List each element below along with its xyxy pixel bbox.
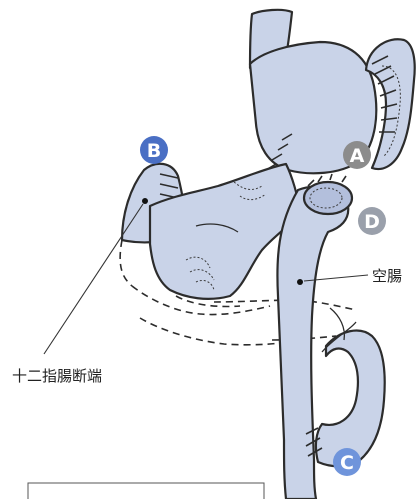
marker-a: A xyxy=(343,141,371,169)
label-duodenal-stump: 十二指腸断端 xyxy=(12,367,102,385)
suture-lines-anastomosis xyxy=(307,173,347,187)
stump-dot xyxy=(142,198,148,204)
svg-text:C: C xyxy=(340,452,354,474)
jejunum-crease xyxy=(329,307,346,341)
duodenum-texture xyxy=(185,181,267,291)
jejunum xyxy=(276,185,350,499)
marker-d: D xyxy=(358,207,386,235)
anastomosis-inner xyxy=(309,187,343,209)
marker-b: B xyxy=(140,136,168,164)
anastomosis-oval xyxy=(302,180,354,216)
caption-frame xyxy=(27,482,265,499)
side-loop-lumen xyxy=(381,65,401,157)
label-jejunum: 空腸 xyxy=(372,267,402,285)
braun-loop xyxy=(314,329,386,468)
suture-lines-braun xyxy=(305,427,323,457)
jejunum-dot xyxy=(297,279,303,285)
leader-jejunum xyxy=(303,274,369,282)
braun-crease xyxy=(321,321,357,353)
suture-lines-stomach xyxy=(265,55,398,171)
svg-text:B: B xyxy=(147,140,161,162)
leader-stump xyxy=(43,203,144,355)
suture-lines-stump xyxy=(159,173,179,209)
svg-text:A: A xyxy=(350,145,365,167)
marker-c: C xyxy=(333,448,361,476)
svg-text:D: D xyxy=(364,211,380,233)
